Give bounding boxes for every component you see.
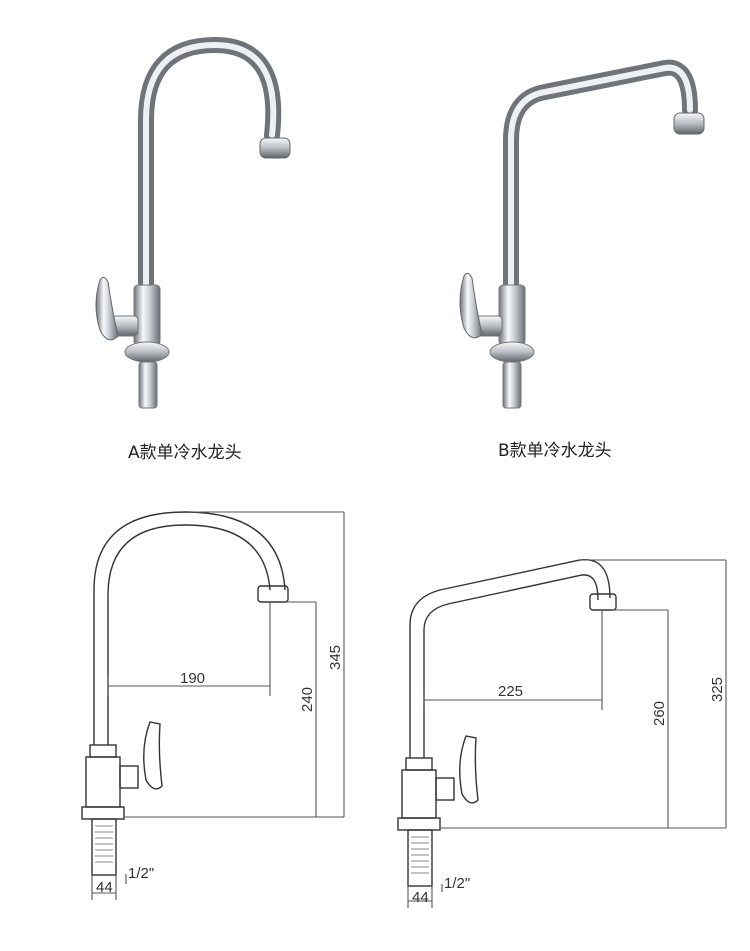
faucet-a-photo [95, 36, 291, 409]
drawing-b-width-label: 225 [498, 683, 523, 700]
drawing-b-thread-label: 1/2" [444, 875, 470, 892]
drawing-a-base-width-label: 44 [96, 879, 113, 896]
faucet-a-drawing [81, 511, 345, 900]
drawing-b-total-height-label: 325 [709, 677, 726, 702]
product-b-caption: B款单冷水龙头 [498, 441, 612, 461]
drawing-a-thread-label: 1/2" [128, 865, 154, 882]
drawing-b-base-width-label: 44 [412, 889, 429, 906]
drawing-a-outlet-height-label: 240 [299, 687, 316, 712]
drawing-b-outlet-height-label: 260 [651, 701, 668, 726]
faucet-b-drawing [397, 558, 727, 908]
faucet-b-photo [459, 59, 705, 409]
product-a-caption: A款单冷水龙头 [128, 443, 242, 463]
drawing-a-total-height-label: 345 [327, 645, 344, 670]
drawing-a-width-label: 190 [180, 670, 205, 687]
